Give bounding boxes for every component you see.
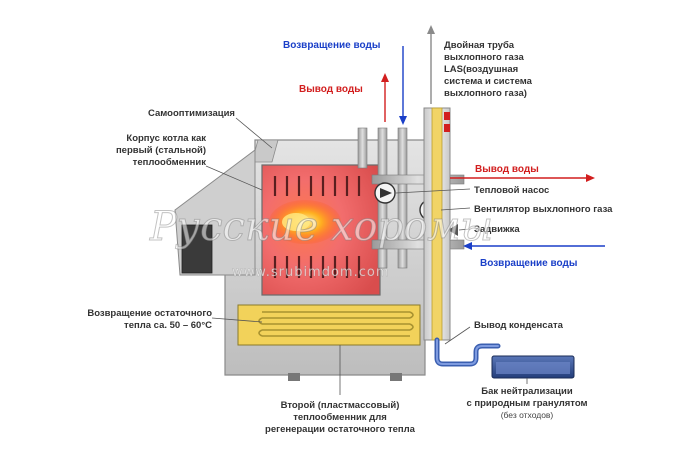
boiler-body-line-3: теплообменник [133, 157, 207, 168]
flow-arrows [381, 25, 605, 250]
watermark-title: Русские хоромы [149, 204, 493, 250]
double-pipe-label: Двойная труба выхлопного газа LAS(воздуш… [444, 40, 533, 99]
double-pipe-line-4: система и система [444, 76, 533, 87]
exhaust-fan-label: Вентилятор выхлопного газа [474, 204, 613, 215]
second-exchanger-line-1: Второй (пластмассовый) [281, 400, 400, 411]
heat-exchanger-fins [273, 176, 361, 278]
residual-heat-label: Возвращение остаточного тепла са. 50 – 6… [87, 308, 212, 331]
residual-heat-line-1: Возвращение остаточного [87, 308, 212, 319]
combustion-chamber [261, 164, 381, 296]
condensate-line [434, 337, 501, 367]
double-pipe-line-3: LAS(воздушная [444, 64, 518, 75]
double-pipe-line-2: выхлопного газа [444, 52, 524, 63]
double-pipe-line-1: Двойная труба [444, 40, 515, 51]
watermark-url: www.srubimdom.com [232, 265, 390, 280]
boiler-body-line-2: первый (стальной) [116, 145, 206, 156]
heat-pump-label: Тепловой насос [474, 185, 549, 196]
boiler-body-line-1: Корпус котла как [126, 133, 206, 144]
condensate-out-label: Вывод конденсата [474, 320, 564, 331]
neutralization-tank [491, 355, 575, 379]
water-out-right-label: Вывод воды [475, 164, 539, 175]
water-return-top-label: Возвращение воды [283, 40, 380, 51]
flue-pipe [423, 107, 451, 341]
water-return-right-label: Возвращение воды [480, 258, 577, 269]
neutralization-tank-label: Бак нейтрализации с природным гранулятом… [466, 386, 587, 420]
tank-line-1: Бак нейтрализации [481, 386, 573, 397]
water-out-top-label: Вывод воды [299, 84, 363, 95]
self-optimization-label: Самооптимизация [148, 108, 235, 119]
double-pipe-line-5: выхлопного газа) [444, 88, 527, 99]
leader-lines [205, 117, 528, 395]
second-exchanger-line-2: теплообменник для [293, 412, 387, 423]
second-exchanger-line-3: регенерации остаточного тепла [265, 424, 416, 435]
valve-label: Задвижка [474, 224, 520, 235]
no-waste-label: (без отходов) [501, 410, 554, 420]
tank-line-2: с природным гранулятом [466, 398, 587, 409]
second-exchanger-label: Второй (пластмассовый) теплообменник для… [265, 400, 416, 435]
residual-heat-line-2: тепла са. 50 – 60°С [124, 320, 212, 331]
heat-pump-icon [374, 182, 396, 204]
second-heat-exchanger [237, 304, 421, 346]
boiler-body-label: Корпус котла как первый (стальной) тепло… [116, 133, 206, 168]
